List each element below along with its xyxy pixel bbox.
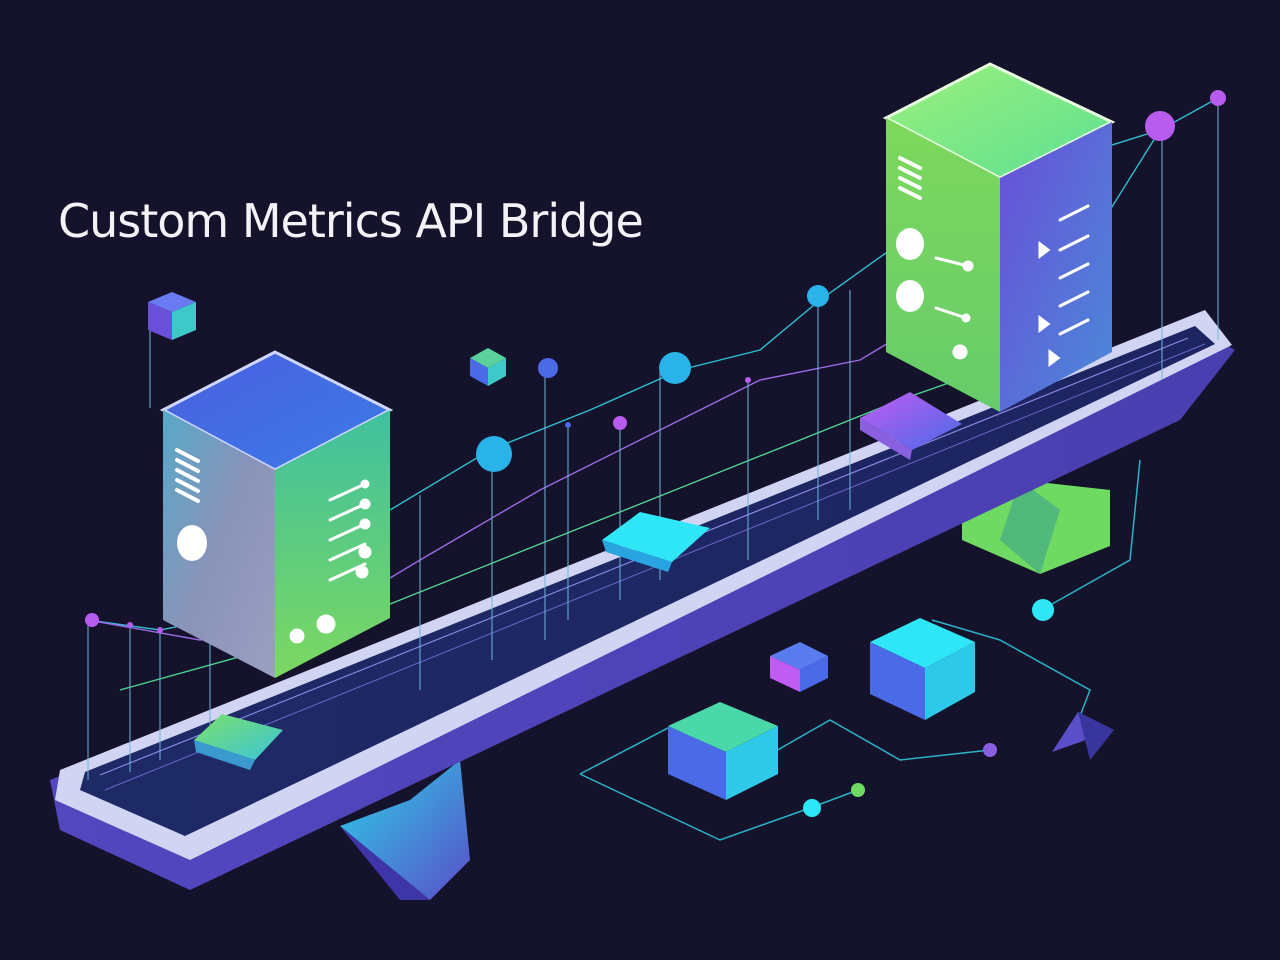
server-led-icon [177,525,207,561]
server-left [159,350,394,678]
bridge-pillars [340,480,1110,900]
network-node-icon [803,799,821,817]
network-node-icon [85,613,99,627]
cube-icon [870,618,975,720]
server-vent-icon [898,156,922,200]
cube-icon [470,348,506,386]
network-node-icon [476,436,512,472]
network-node-icon [538,358,558,378]
server-right [882,62,1116,412]
server-led-icon [896,228,924,260]
network-node-icon [1210,90,1226,106]
data-packets [194,392,962,770]
floating-cubes [148,292,1114,800]
server-indicator-icon [289,479,372,644]
bridge-deck [50,310,1235,890]
network-node-icon [1145,111,1175,141]
cube-icon [668,702,778,800]
page-title: Custom Metrics API Bridge [58,194,644,248]
network-node-icon [127,622,133,628]
cube-icon [770,642,828,692]
network-node-icon [613,416,627,430]
server-indicator-icon [934,204,1090,367]
diagram-wires [579,459,1141,841]
network-nodes [85,90,1226,817]
server-vent-icon [175,448,200,503]
network-node-icon [851,783,865,797]
server-led-icon [896,280,924,312]
network-node-icon [983,743,997,757]
network-node-icon [807,285,829,307]
network-node-icon [1032,599,1054,621]
network-node-icon [157,627,163,633]
pyramid-icon [1052,712,1114,760]
network-node-icon [659,352,691,384]
network-node-icon [565,422,571,428]
cube-icon [148,292,196,340]
network-node-icon [745,377,751,383]
